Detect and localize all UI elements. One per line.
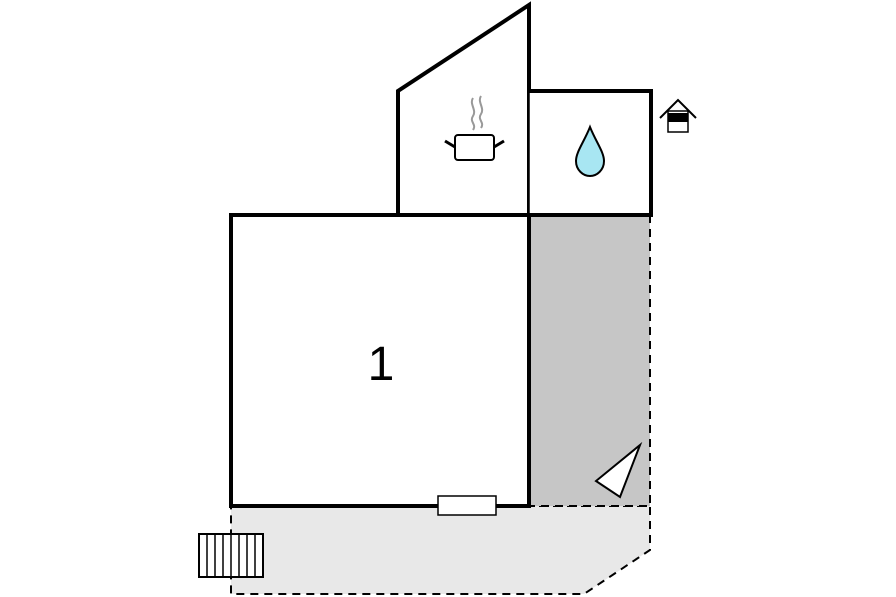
room-1 bbox=[229, 213, 531, 508]
door-icon bbox=[437, 495, 497, 516]
compass-north-arrow-icon bbox=[594, 441, 643, 499]
kitchen-pot-icon bbox=[444, 95, 505, 161]
outdoor-terrace-area bbox=[230, 505, 651, 595]
stairs-icon bbox=[198, 533, 264, 578]
covered-terrace-area bbox=[529, 215, 650, 506]
water-drop-icon bbox=[574, 124, 606, 178]
kitchen-room bbox=[396, 1, 531, 215]
house-entrance-icon bbox=[659, 98, 697, 133]
room-1-label: 1 bbox=[368, 338, 395, 391]
covered-terrace-dashed-edge bbox=[529, 215, 651, 507]
